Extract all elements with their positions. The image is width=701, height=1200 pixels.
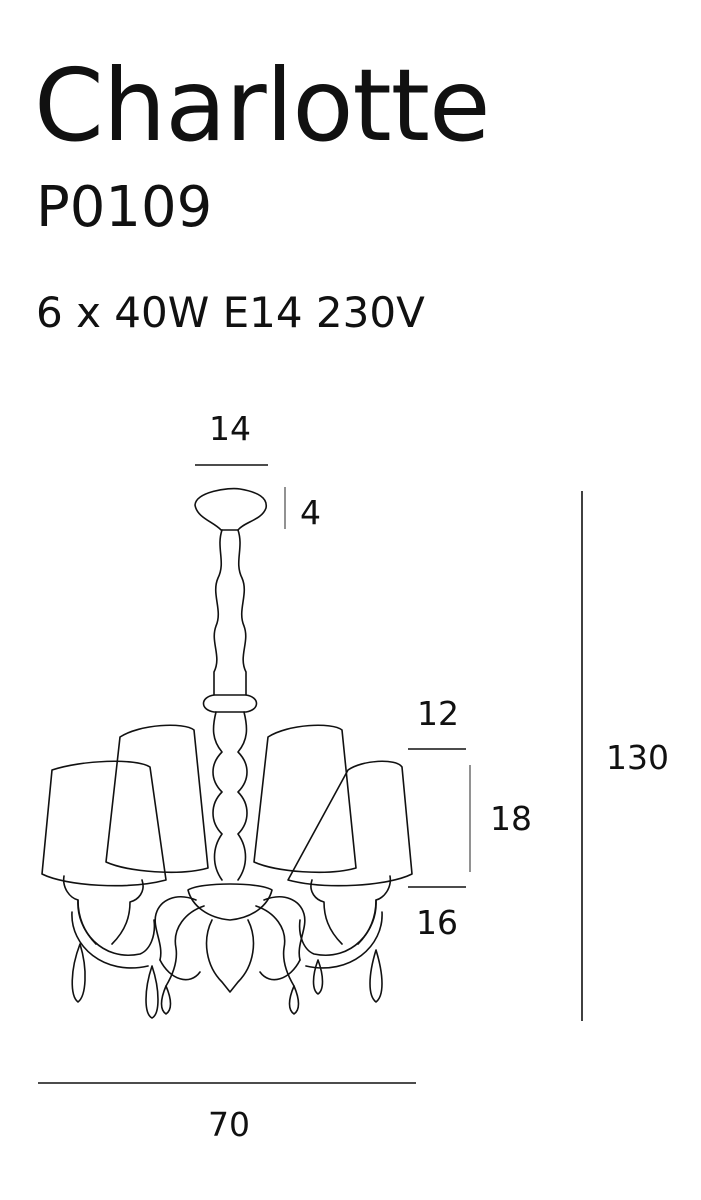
right-swag <box>298 899 383 969</box>
shade-right-back <box>253 724 357 874</box>
shade-top-label: 12 <box>417 694 459 733</box>
total-height-label: 130 <box>606 738 669 777</box>
stem-outline <box>213 529 247 696</box>
shade-height-label: 18 <box>490 799 532 838</box>
shade-bottom-label: 16 <box>416 903 458 942</box>
product-spec: 6 x 40W E14 230V <box>36 288 425 337</box>
canopy-width-label: 14 <box>209 409 251 448</box>
drop-4 <box>288 985 300 1015</box>
left-swag <box>71 899 156 969</box>
column-outline <box>212 711 248 881</box>
arms-outline <box>154 896 306 987</box>
product-name: Charlotte <box>34 47 491 164</box>
total-width-label: 70 <box>208 1105 250 1144</box>
canopy-height-label: 4 <box>300 493 321 532</box>
canopy-outline <box>194 487 267 531</box>
central-bowl-outline <box>187 883 273 993</box>
shade-left-front <box>41 760 167 887</box>
drop-3 <box>160 985 172 1015</box>
drop-1 <box>71 943 86 1003</box>
shade-right-front <box>287 760 413 887</box>
shade-left-back <box>105 724 209 874</box>
center-swags <box>159 959 301 981</box>
drop-5 <box>312 959 324 995</box>
drop-2 <box>145 965 159 1019</box>
product-code: P0109 <box>36 175 213 240</box>
drop-6 <box>369 949 383 1003</box>
collar-outline <box>202 694 258 713</box>
